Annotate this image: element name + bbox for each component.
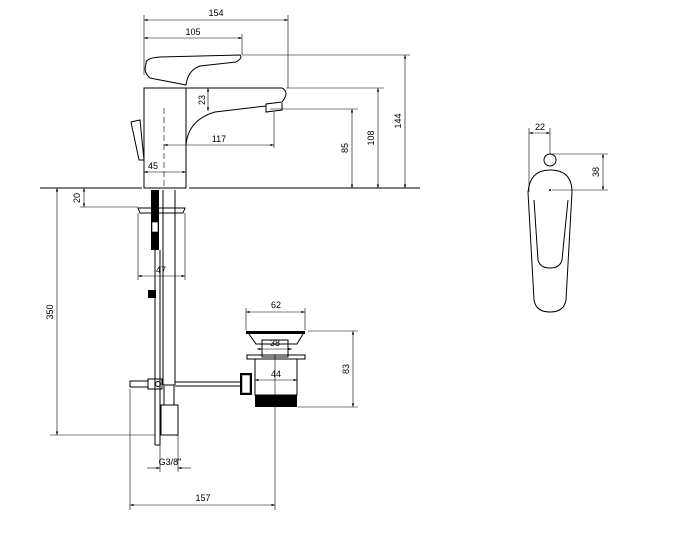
dim-117: 117	[212, 134, 226, 144]
dim-157: 157	[195, 493, 210, 503]
dim-23: 23	[197, 95, 207, 105]
dim-108: 108	[366, 130, 376, 145]
dim-20: 20	[72, 193, 82, 203]
dim-g38: G3/8"	[159, 457, 182, 467]
dimensions	[50, 15, 608, 510]
dim-62: 62	[271, 300, 281, 310]
waste-drawing	[240, 331, 306, 510]
dim-83: 83	[341, 364, 351, 374]
front-view-lever	[527, 153, 573, 313]
dim-47: 47	[156, 265, 166, 275]
dim-38-front: 38	[591, 167, 601, 177]
dimension-labels: 154 105 23 117 45 85 108 144 20 47 350 G…	[45, 8, 601, 503]
tap-side-view	[40, 54, 420, 446]
dim-144: 144	[393, 113, 403, 128]
dim-85: 85	[340, 143, 350, 153]
dim-105: 105	[185, 27, 200, 37]
dim-22: 22	[535, 122, 545, 132]
dim-38-waste: 38	[270, 338, 280, 348]
dim-44: 44	[271, 369, 281, 379]
dim-154: 154	[208, 8, 223, 18]
dim-45: 45	[148, 161, 158, 171]
dim-350: 350	[45, 304, 55, 319]
